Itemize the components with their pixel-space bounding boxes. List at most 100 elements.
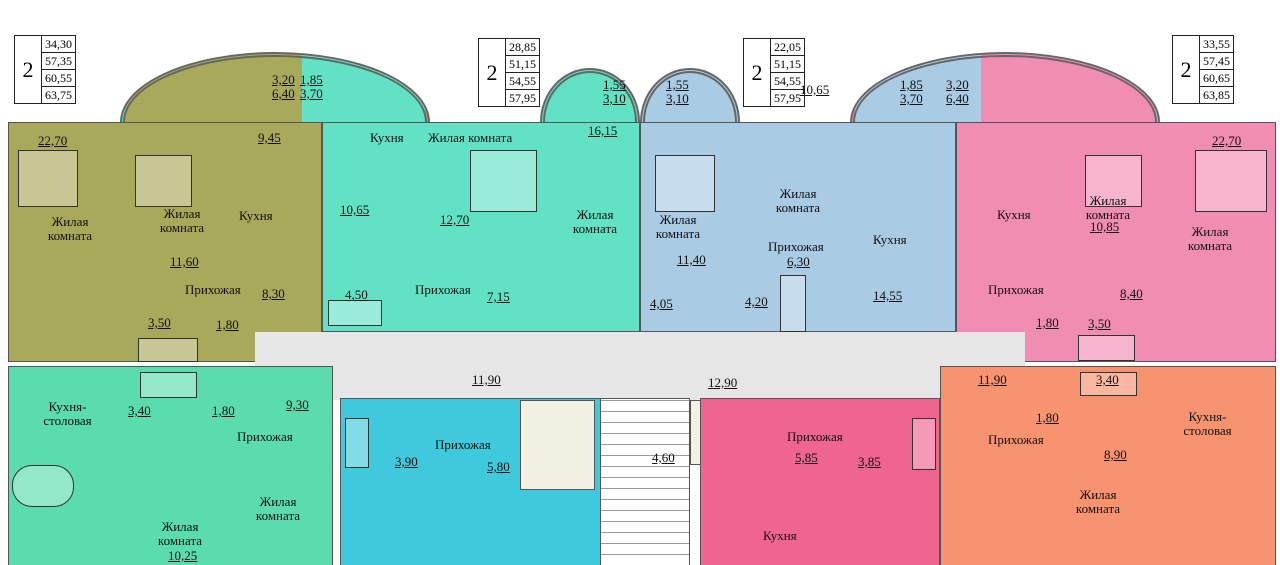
bed xyxy=(1195,150,1267,212)
area-label: 8,40 xyxy=(1120,286,1143,301)
area-label: 8,90 xyxy=(1104,447,1127,462)
room-label: Прихожая xyxy=(988,432,1044,447)
apartment-bottom-left xyxy=(8,366,333,565)
room-label: Жилая комната xyxy=(255,494,301,523)
area-label: 16,15 xyxy=(588,123,618,138)
area-label: 10,85 xyxy=(1090,219,1120,234)
area-label: 1,80 xyxy=(216,317,239,332)
room-label: Прихожая xyxy=(415,282,471,297)
area: 28,85 xyxy=(506,39,539,56)
area: 33,55 xyxy=(1200,36,1233,53)
area-label: 6,30 xyxy=(787,254,810,269)
room-label: Кухня-столовая xyxy=(1183,409,1232,438)
area-label: 22,70 xyxy=(38,133,68,148)
apartment-top-left xyxy=(8,122,322,362)
area: 54,55 xyxy=(506,73,539,90)
area: 54,55 xyxy=(771,73,804,90)
room-label: Жилая комната xyxy=(775,186,821,215)
bathtub xyxy=(328,300,382,326)
area-label: 3,50 xyxy=(148,315,171,330)
room-label: Кухня xyxy=(997,207,1031,222)
room-label: Жилая комната xyxy=(655,212,701,241)
room-label: Кухня xyxy=(763,528,797,543)
area-label: 4,60 xyxy=(652,450,675,465)
area-label: 11,90 xyxy=(978,372,1007,387)
area-label: 3,90 xyxy=(395,454,418,469)
bed xyxy=(135,155,192,207)
bathtub xyxy=(140,372,197,398)
area-label: 5,85 xyxy=(795,450,818,465)
area: 51,15 xyxy=(771,56,804,73)
area-label: 3,40 xyxy=(1096,372,1119,387)
area-label: 12,70 xyxy=(440,212,470,227)
area-label: 22,70 xyxy=(1212,133,1242,148)
room-label: Жилая комната xyxy=(159,206,205,235)
area-label: 9,30 xyxy=(286,397,309,412)
room-label: Жилая комната xyxy=(47,214,93,243)
area: 51,15 xyxy=(506,56,539,73)
room-label: Кухня xyxy=(239,208,273,223)
room-count: 2 xyxy=(479,39,506,106)
room-count: 2 xyxy=(15,36,42,103)
room-label: Жилая комната xyxy=(428,130,513,145)
apartment-bottom-right xyxy=(940,366,1276,565)
balcony-center-right xyxy=(640,68,740,122)
room-label: Жилая комната xyxy=(1075,487,1121,516)
bed xyxy=(470,150,537,212)
bathtub xyxy=(1078,335,1135,361)
room-label: Прихожая xyxy=(237,429,293,444)
room-label: Жилая комната xyxy=(157,519,203,548)
room-label: Кухня-столовая xyxy=(43,399,92,428)
room-label: Жилая комната xyxy=(572,207,618,236)
area-label: 4,20 xyxy=(745,294,768,309)
apartment-bottom-mid-right xyxy=(700,398,940,565)
area-label: 3,50 xyxy=(1088,316,1111,331)
room-label: Прихожая xyxy=(185,282,241,297)
area-label: 10,25 xyxy=(168,548,198,563)
dining-table xyxy=(12,465,74,507)
room-label: Прихожая xyxy=(435,437,491,452)
area-label: 5,80 xyxy=(487,459,510,474)
room-label: Жилая комната xyxy=(1085,193,1131,222)
area: 60,65 xyxy=(1200,70,1233,87)
bathtub xyxy=(780,275,806,332)
area-label: 11,90 xyxy=(472,372,501,387)
area: 57,45 xyxy=(1200,53,1233,70)
apartment-top-mid-right xyxy=(640,122,956,332)
area-label: 11,60 xyxy=(170,254,199,269)
area-label: 9,45 xyxy=(258,130,281,145)
area: 60,55 xyxy=(42,70,75,87)
area: 22,05 xyxy=(771,39,804,56)
room-label: Прихожая xyxy=(768,239,824,254)
area-label: 4,50 xyxy=(345,287,368,302)
corridor xyxy=(255,332,1025,400)
bed xyxy=(18,150,78,207)
area: 34,30 xyxy=(42,36,75,53)
area-label: 11,40 xyxy=(677,252,706,267)
area-label: 14,55 xyxy=(873,288,903,303)
apartment-top-right xyxy=(956,122,1276,362)
room-label: Прихожая xyxy=(787,429,843,444)
area-label: 1,80 xyxy=(1036,410,1059,425)
balcony-right xyxy=(850,52,1160,122)
room-count: 2 xyxy=(1173,36,1200,103)
area-label: 3,40 xyxy=(128,403,151,418)
elevator-left xyxy=(520,400,595,490)
area: 63,75 xyxy=(45,88,72,102)
area-label: 12,90 xyxy=(708,375,738,390)
room-label: Кухня xyxy=(873,232,907,247)
area-label: 10,65 xyxy=(800,82,830,97)
area: 57,95 xyxy=(509,91,536,105)
area: 63,85 xyxy=(1203,88,1230,102)
area-label: 1,80 xyxy=(212,403,235,418)
